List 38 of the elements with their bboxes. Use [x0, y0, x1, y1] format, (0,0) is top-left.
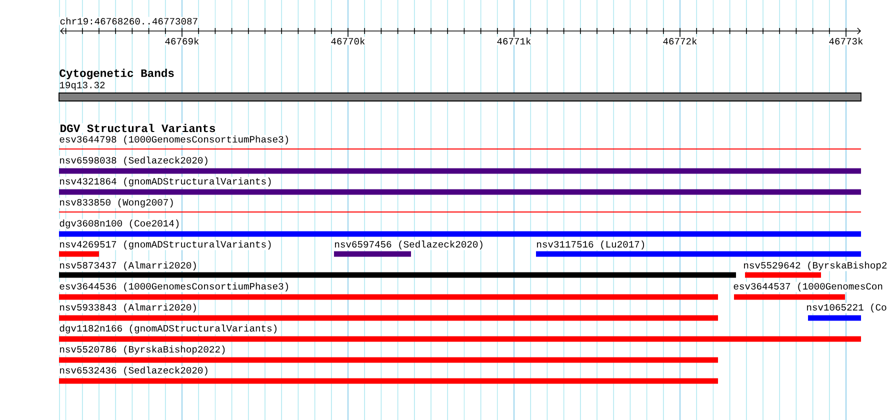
variant-feature: dgv3608n100 (Coe2014): [58, 218, 862, 237]
variant-feature: nsv833850 (Wong2007): [58, 198, 862, 212]
node-label: dgv1182n166 (gnomADStructuralVariants): [60, 324, 276, 334]
variant-feature: nsv4321864 (gnomADStructuralVariants): [58, 176, 862, 195]
node-label: nsv4321864 (gnomADStructuralVariants): [60, 178, 271, 186]
node-label: nsv6597456 (Sedlazeck2020): [335, 240, 482, 250]
node-label: nsv5529642 (ByrskaBishop2: [744, 262, 887, 270]
node-label: nsv3117516 (Lu2017): [537, 240, 644, 250]
variant-feature: nsv6598038 (Sedlazeck2020): [58, 156, 862, 174]
variant-feature: esv3644798 (1000GenomesConsortiumPhase3): [58, 134, 862, 150]
node-label: nsv5933843 (Almarri2020): [60, 304, 196, 312]
node-label: Cytogenetic Bands: [60, 68, 174, 80]
variant-feature: nsv5529642 (ByrskaBishop2: [742, 260, 888, 278]
variant-feature: dgv1182n166 (gnomADStructuralVariants): [58, 324, 862, 342]
cytoband-bar: Cytogenetic Bands 19q13.32: [58, 68, 862, 102]
node-label: dgv3608n100 (Coe2014): [60, 220, 179, 228]
variant-feature: nsv5873437 (Almarri2020): [58, 260, 736, 278]
variant-feature: nsv6532436 (Sedlazeck2020): [58, 366, 718, 384]
track-heading: DGV Structural Variants: [59, 123, 216, 133]
node-label: nsv833850 (Wong2007): [60, 198, 173, 208]
node-label: nsv5520786 (ByrskaBishop2022): [60, 346, 225, 354]
variant-feature: nsv6597456 (Sedlazeck2020): [334, 240, 485, 257]
variant-feature: nsv1065221 (Co: [806, 302, 888, 321]
node-label: esv3644798 (1000GenomesConsortiumPhase3): [60, 136, 288, 144]
variant-feature: esv3644536 (1000GenomesConsortiumPhase3): [58, 282, 718, 300]
node-label: esv3644537 (1000GenomesCon: [734, 282, 882, 292]
node-label: esv3644536 (1000GenomesConsortiumPhase3): [60, 282, 288, 292]
node-label: nsv4269517 (gnomADStructuralVariants): [60, 240, 271, 250]
variant-feature: nsv5520786 (ByrskaBishop2022): [58, 344, 718, 363]
node-label: 19q13.32: [60, 82, 105, 90]
node-label: nsv6532436 (Sedlazeck2020): [60, 366, 208, 376]
variant-feature: nsv3117516 (Lu2017): [536, 240, 862, 257]
variant-feature: esv3644537 (1000GenomesCon: [732, 282, 884, 300]
variant-feature: nsv4269517 (gnomADStructuralVariants): [58, 240, 273, 257]
node-label: nsv5873437 (Almarri2020): [60, 262, 196, 270]
variant-feature: nsv5933843 (Almarri2020): [58, 302, 718, 321]
node-label: nsv6598038 (Sedlazeck2020): [60, 156, 208, 166]
node-label: nsv1065221 (Co: [807, 304, 886, 312]
